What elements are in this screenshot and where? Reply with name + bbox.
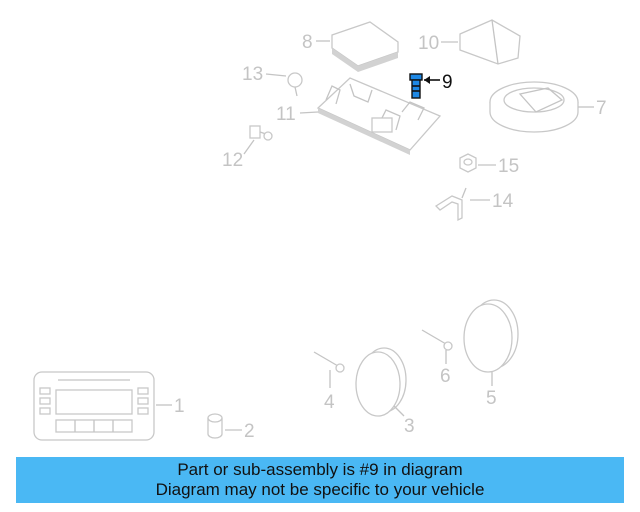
- callout-1: 1: [174, 396, 185, 417]
- part-13-clip[interactable]: [287, 72, 303, 97]
- callout-13: 13: [242, 64, 263, 85]
- leader-12: [243, 139, 255, 155]
- part-3-speaker[interactable]: [355, 347, 407, 417]
- callout-11: 11: [276, 104, 296, 125]
- part-15-nut[interactable]: [459, 153, 477, 173]
- part-8-module[interactable]: [331, 21, 399, 72]
- part-10-panel[interactable]: [459, 19, 521, 65]
- part-1-radio[interactable]: [33, 371, 155, 441]
- part-4-screw[interactable]: [313, 351, 345, 373]
- leader-13: [265, 73, 287, 77]
- callout-3: 3: [404, 416, 415, 437]
- callout-8: 8: [302, 32, 313, 53]
- part-11-bracket[interactable]: [316, 77, 442, 155]
- callout-10: 10: [418, 33, 439, 54]
- callout-14: 14: [492, 191, 514, 212]
- part-2-cap[interactable]: [207, 413, 223, 439]
- callout-4: 4: [324, 392, 335, 413]
- leader-11: [299, 111, 319, 114]
- part-6-screw[interactable]: [421, 329, 453, 351]
- callout-2: 2: [244, 421, 255, 442]
- banner-line-1: Part or sub-assembly is #9 in diagram: [177, 460, 463, 479]
- part-9-bolt[interactable]: [409, 73, 423, 99]
- arrow-9: [424, 76, 430, 84]
- part-14-bracket[interactable]: [434, 187, 467, 222]
- callout-12: 12: [222, 150, 243, 171]
- part-5-speaker[interactable]: [463, 299, 519, 373]
- leader-3: [393, 405, 405, 417]
- callout-6: 6: [440, 366, 451, 387]
- banner-line-2: Diagram may not be specific to your vehi…: [155, 480, 485, 499]
- callout-15: 15: [498, 156, 519, 177]
- part-12-screw[interactable]: [249, 125, 273, 141]
- callout-7: 7: [596, 98, 607, 119]
- callout-5: 5: [486, 388, 497, 409]
- callout-9: 9: [442, 72, 453, 93]
- part-7-cover[interactable]: [489, 81, 579, 133]
- info-banner: Part or sub-assembly is #9 in diagram Di…: [16, 457, 624, 503]
